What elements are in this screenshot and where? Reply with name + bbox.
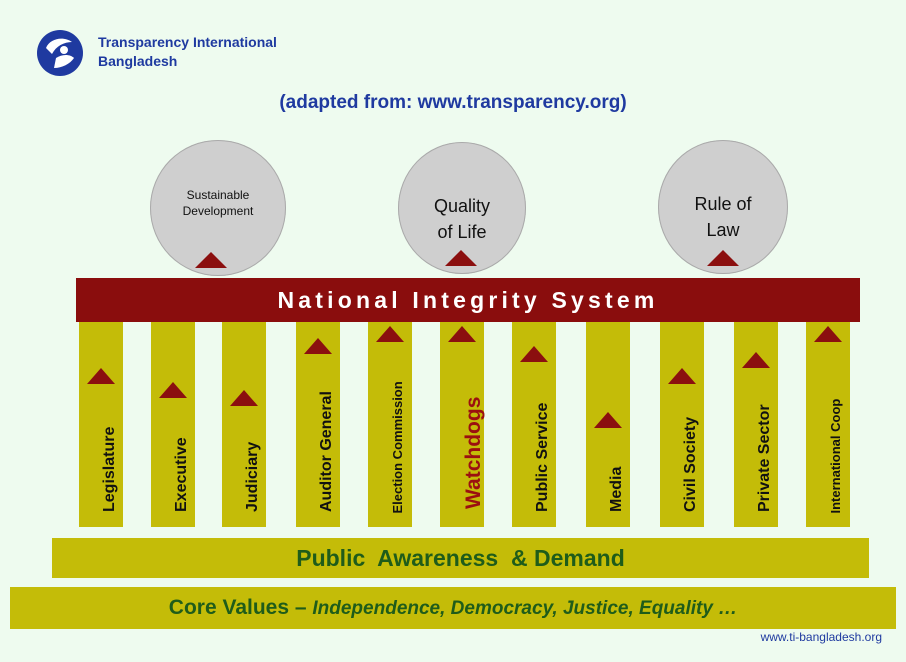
org-name-line2: Bangladesh: [98, 53, 178, 69]
pillar-arrow-icon: [304, 338, 332, 354]
ti-globe-logo: [37, 30, 83, 76]
goal-label-line: Law: [706, 220, 740, 240]
pillar-label: Auditor General: [318, 391, 335, 512]
goal-label-line: Sustainable: [186, 188, 250, 202]
pillar-executive: Executive: [151, 322, 195, 527]
org-name: Transparency International Bangladesh: [98, 33, 277, 71]
pillar-legislature: Legislature: [79, 322, 123, 527]
pillar-label: Judiciary: [244, 441, 261, 512]
pillar-label: Watchdogs: [462, 396, 485, 509]
pillar-arrow-icon: [668, 368, 696, 384]
pillar-arrow-icon: [520, 346, 548, 362]
pillar-private-sector: Private Sector: [734, 322, 778, 527]
pillar-label: Election Commission: [390, 381, 405, 514]
goal-label-line: Quality: [433, 196, 491, 216]
goal-label-line: of Life: [437, 222, 487, 242]
core-values-list: Independence, Democracy, Justice, Equali…: [312, 598, 738, 619]
pillar-arrow-icon: [448, 326, 476, 342]
pillar-judiciary: Judiciary: [222, 322, 266, 527]
goal-arrow-quality-of-life: [445, 250, 477, 266]
pillar-arrow-icon: [594, 412, 622, 428]
pillar-civil-society: Civil Society: [660, 322, 704, 527]
core-values-bar: Core Values – Independence, Democracy, J…: [10, 587, 896, 629]
footer-url: www.ti-bangladesh.org: [760, 630, 882, 644]
goal-arrow-rule-of-law: [707, 250, 739, 266]
public-awareness-bar: Public Awareness & Demand: [52, 538, 869, 578]
core-values-lead: Core Values –: [168, 596, 313, 619]
goal-label-line: Development: [182, 204, 254, 218]
pillar-arrow-icon: [742, 352, 770, 368]
pillar-watchdogs: Watchdogs: [440, 322, 485, 527]
pillar-arrow-icon: [159, 382, 187, 398]
pillar-label: Legislature: [101, 426, 118, 512]
pillar-election-commission: Election Commission: [368, 322, 412, 527]
pillar-label: Private Sector: [756, 404, 773, 512]
national-integrity-system-bar: National Integrity System: [76, 278, 860, 322]
pillar-international-coop: International Coop: [806, 322, 850, 527]
adapted-note: (adapted from: www.transparency.org): [279, 92, 627, 113]
org-name-line1: Transparency International: [98, 34, 277, 50]
pillar-auditor-general: Auditor General: [296, 322, 340, 527]
pillar-label: Civil Society: [682, 416, 699, 512]
goal-label-line: Rule of: [694, 194, 752, 214]
pillar-arrow-icon: [230, 390, 258, 406]
pillar-label: Executive: [173, 437, 190, 512]
pillar-label: International Coop: [828, 398, 843, 514]
pillar-arrow-icon: [376, 326, 404, 342]
pillar-arrow-icon: [814, 326, 842, 342]
pillar-media: Media: [586, 322, 630, 527]
pillar-label: Media: [608, 466, 625, 512]
pillar-public-service: Public Service: [512, 322, 556, 527]
goal-circle-quality-of-life: Quality of Life: [398, 142, 526, 274]
pillar-arrow-icon: [87, 368, 115, 384]
goal-arrow-sustainable-development: [195, 252, 227, 268]
pillar-label: Public Service: [534, 402, 551, 512]
